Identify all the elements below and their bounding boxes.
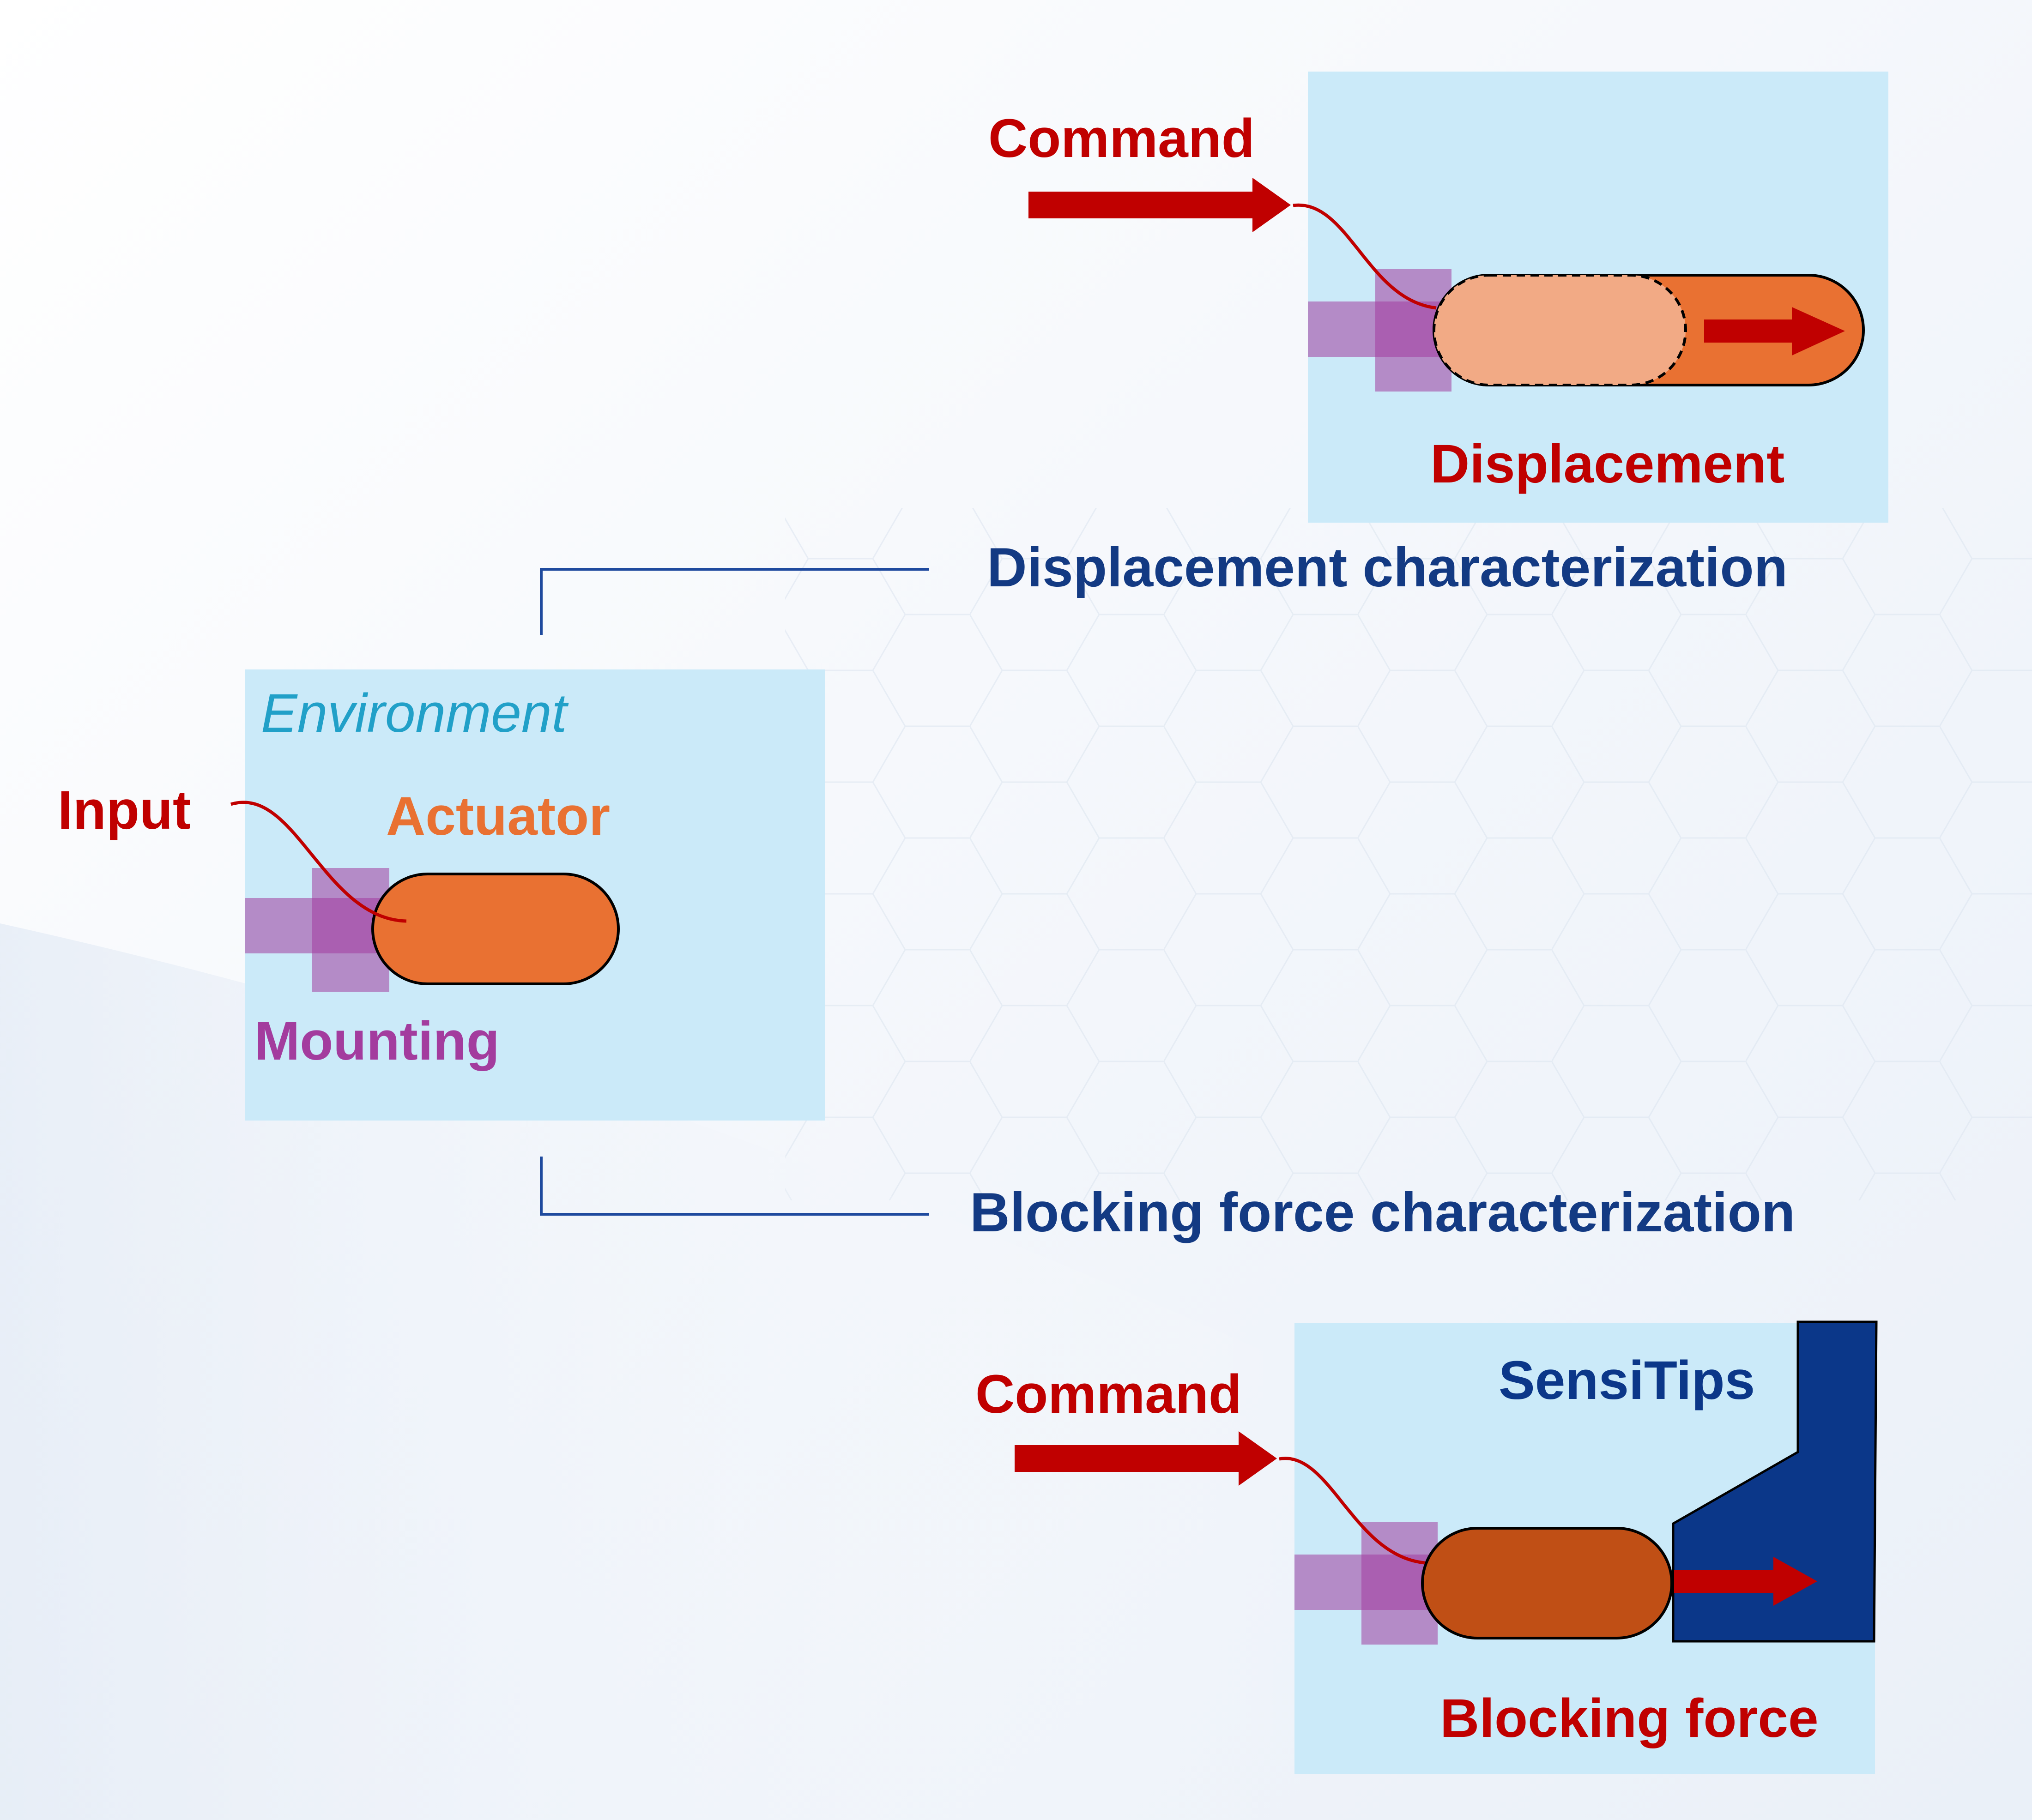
sensitips-label: SensiTips (1499, 1350, 1755, 1411)
input-label: Input (58, 780, 191, 841)
actuator-label: Actuator (386, 786, 610, 847)
blocking-command-wire (1279, 1457, 1425, 1565)
blocking-command-label: Command (975, 1364, 1242, 1425)
blocked-actuator-body (1421, 1527, 1673, 1639)
input-wire (230, 801, 407, 923)
displacement-command-arrow (1028, 178, 1291, 232)
blocking-force-characterization-title: Blocking force characterization (970, 1181, 1795, 1243)
displacement-command-label: Command (988, 108, 1255, 169)
displacement-result-label: Displacement (1430, 434, 1784, 494)
background-swoosh (0, 923, 1339, 1820)
blocking-force-result-label: Blocking force (1440, 1688, 1819, 1749)
blocking-force-arrow (1674, 1557, 1817, 1606)
environment-label: Environment (261, 683, 569, 744)
hex-pattern-background (785, 508, 2032, 1200)
connector-blocking (540, 1157, 929, 1216)
original-actuator-outline (1433, 274, 1687, 386)
mounting-label: Mounting (254, 1011, 500, 1072)
blocking-command-arrow (1015, 1431, 1277, 1486)
displacement-command-wire (1293, 203, 1437, 310)
blocking-force-panel: Command SensiTips Blocking force (975, 1320, 1878, 1774)
actuator-body (371, 873, 620, 985)
center-panel: Environment Input Actuator Mounting (58, 669, 825, 1121)
displacement-arrow (1704, 307, 1845, 356)
sensitips-sensor (1672, 1320, 1878, 1643)
connector-displacement (540, 568, 929, 635)
displacement-characterization-title: Displacement characterization (987, 536, 1788, 598)
displacement-panel: Command Displacement (988, 72, 1888, 523)
